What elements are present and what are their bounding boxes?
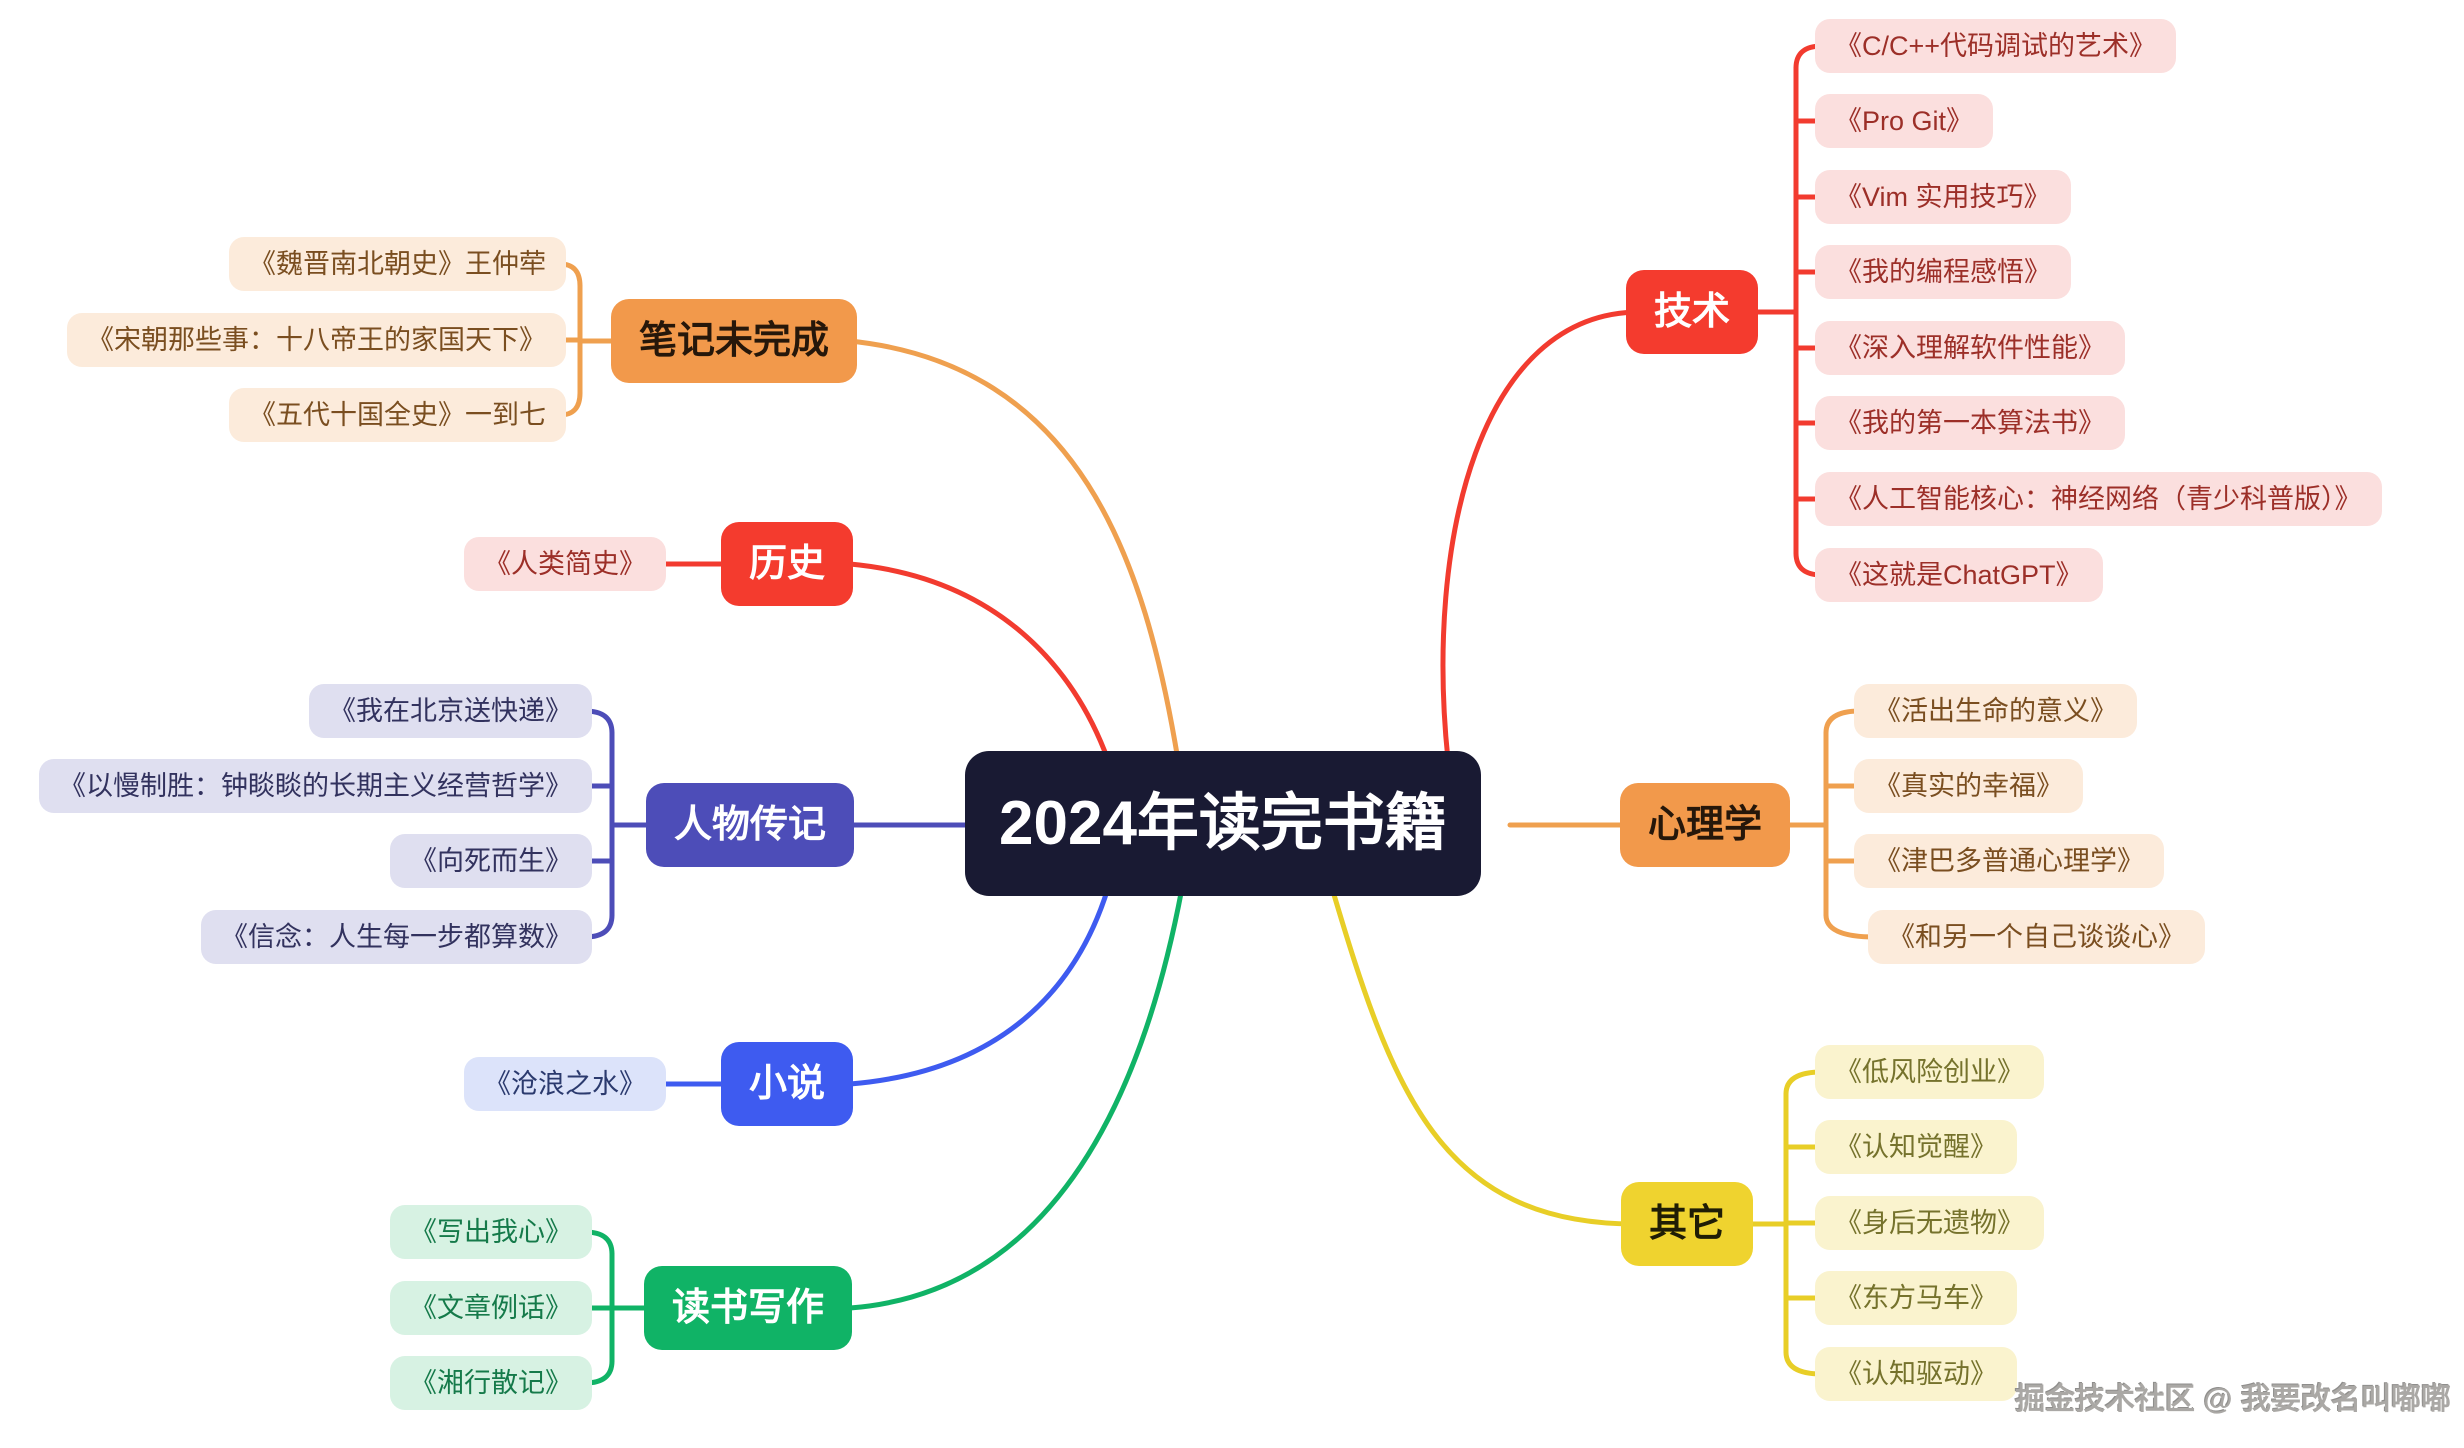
book-node[interactable]: 《人工智能核心：神经网络（青少科普版）》 <box>1815 472 2382 526</box>
connector-history <box>657 561 1111 763</box>
book-node[interactable]: 《沧浪之水》 <box>464 1057 666 1111</box>
connector-tech <box>1440 43 1825 763</box>
book-node[interactable]: 《这就是ChatGPT》 <box>1815 548 2103 602</box>
book-node[interactable]: 《身后无遗物》 <box>1815 1196 2044 1250</box>
branch-node-tech[interactable]: 技术 <box>1626 270 1759 354</box>
book-node[interactable]: 《向死而生》 <box>390 834 592 888</box>
branch-node-notes[interactable]: 笔记未完成 <box>611 299 858 383</box>
connector-others <box>1329 885 1825 1377</box>
book-node[interactable]: 《C/C++代码调试的艺术》 <box>1815 19 2177 73</box>
book-node[interactable]: 《活出生命的意义》 <box>1854 684 2137 738</box>
branch-node-reading[interactable]: 读书写作 <box>644 1266 853 1350</box>
book-node[interactable]: 《我的第一本算法书》 <box>1815 396 2125 450</box>
book-node[interactable]: 《真实的幸福》 <box>1854 759 2083 813</box>
root-node[interactable]: 2024年读完书籍 <box>965 751 1481 896</box>
branch-node-biography[interactable]: 人物传记 <box>646 783 855 867</box>
branch-node-history[interactable]: 历史 <box>721 522 854 606</box>
book-node[interactable]: 《信念：人生每一步都算数》 <box>201 910 592 964</box>
book-node[interactable]: 《Vim 实用技巧》 <box>1815 170 2071 224</box>
book-node[interactable]: 《我在北京送快递》 <box>309 684 592 738</box>
connector-novel <box>657 885 1111 1087</box>
book-node[interactable]: 《Pro Git》 <box>1815 94 1994 148</box>
book-node[interactable]: 《湘行散记》 <box>390 1356 592 1410</box>
book-node[interactable]: 《和另一个自己谈谈心》 <box>1868 910 2205 964</box>
book-node[interactable]: 《低风险创业》 <box>1815 1045 2044 1099</box>
branch-node-psychology[interactable]: 心理学 <box>1620 783 1791 867</box>
connector-psychology <box>1507 708 1878 940</box>
book-node[interactable]: 《东方马车》 <box>1815 1271 2017 1325</box>
book-node[interactable]: 《以慢制胜：钟睒睒的长期主义经营哲学》 <box>39 759 592 813</box>
branch-node-novel[interactable]: 小说 <box>721 1042 854 1126</box>
watermark-text: 掘金技术社区 @ 我要改名叫嘟嘟 <box>2015 1383 2451 1416</box>
book-node[interactable]: 《魏晋南北朝史》王仲荦 <box>229 237 566 291</box>
book-node[interactable]: 《人类简史》 <box>464 537 666 591</box>
book-node[interactable]: 《五代十国全史》一到七 <box>229 388 566 442</box>
book-node[interactable]: 《我的编程感悟》 <box>1815 245 2071 299</box>
branch-node-others[interactable]: 其它 <box>1621 1182 1754 1266</box>
book-node[interactable]: 《认知觉醒》 <box>1815 1120 2017 1174</box>
connector-notes <box>557 261 1181 763</box>
book-node[interactable]: 《写出我心》 <box>390 1205 592 1259</box>
book-node[interactable]: 《文章例话》 <box>390 1281 592 1335</box>
book-node[interactable]: 《宋朝那些事：十八帝王的家国天下》 <box>67 313 566 367</box>
book-node[interactable]: 《津巴多普通心理学》 <box>1854 834 2164 888</box>
book-node[interactable]: 《认知驱动》 <box>1815 1347 2017 1401</box>
book-node[interactable]: 《深入理解软件性能》 <box>1815 321 2125 375</box>
